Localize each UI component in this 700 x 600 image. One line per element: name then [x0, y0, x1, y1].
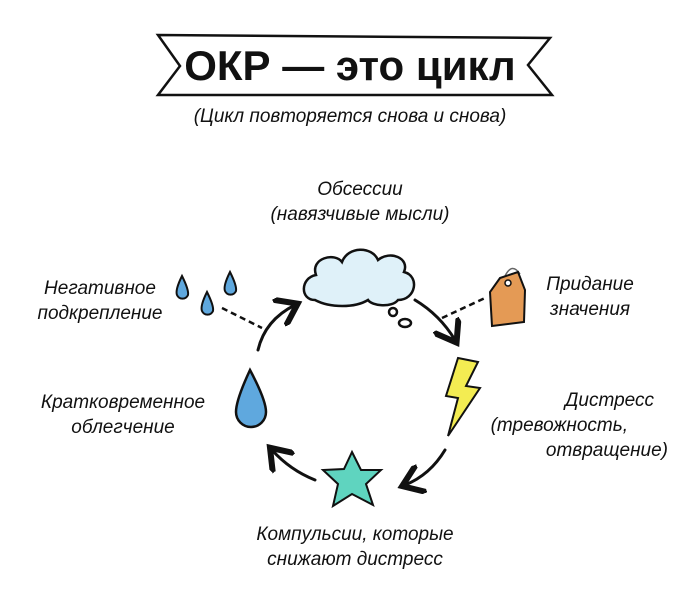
title-banner: [155, 33, 555, 97]
label-line: (тревожность,: [490, 415, 628, 436]
cycle-arrows: [256, 298, 455, 485]
price-tag-icon: [488, 267, 527, 328]
label-compulsions: Компульсии, которые снижают дистресс: [205, 522, 505, 572]
label-line: Придание: [546, 274, 634, 295]
label-line: Дистресс: [565, 390, 654, 411]
page-title: ОКР — это цикл: [184, 42, 516, 89]
arrow-bolt-to-star: [405, 448, 447, 485]
label-line: подкрепление: [37, 303, 163, 324]
subtitle: (Цикл повторяется снова и снова): [193, 106, 507, 127]
label-line: облегчение: [71, 417, 175, 438]
label-line: (навязчивые мысли): [270, 204, 450, 225]
label-line: отвращение): [545, 440, 668, 461]
label-line: значения: [549, 299, 631, 320]
label-line: Кратковременное: [40, 392, 206, 413]
lightning-bolt-icon: [444, 356, 482, 437]
thought-cloud-icon: [302, 248, 416, 329]
arrow-star-to-drop: [272, 450, 317, 482]
star-icon: [320, 449, 384, 509]
label-relief: Кратковременное облегчение: [38, 390, 208, 440]
label-negative-reinforcement: Негативное подкрепление: [20, 276, 180, 326]
water-drop-icon: [234, 367, 268, 429]
raindrops-icon: [175, 269, 238, 316]
label-line: Компульсии, которые: [256, 524, 454, 545]
dashed-links: [221, 296, 486, 330]
label-meaning: Придание значения: [510, 272, 670, 322]
label-line: снижают дистресс: [267, 549, 443, 570]
arrow-drop-to-cloud: [256, 305, 295, 352]
label-line: Негативное: [44, 278, 156, 299]
arrow-cloud-to-bolt: [413, 298, 455, 340]
label-line: Обсессии: [317, 179, 403, 200]
label-distress: Дистресс (тревожность, отвращение): [478, 388, 668, 463]
label-obsessions: Обсессии (навязчивые мысли): [260, 177, 460, 227]
